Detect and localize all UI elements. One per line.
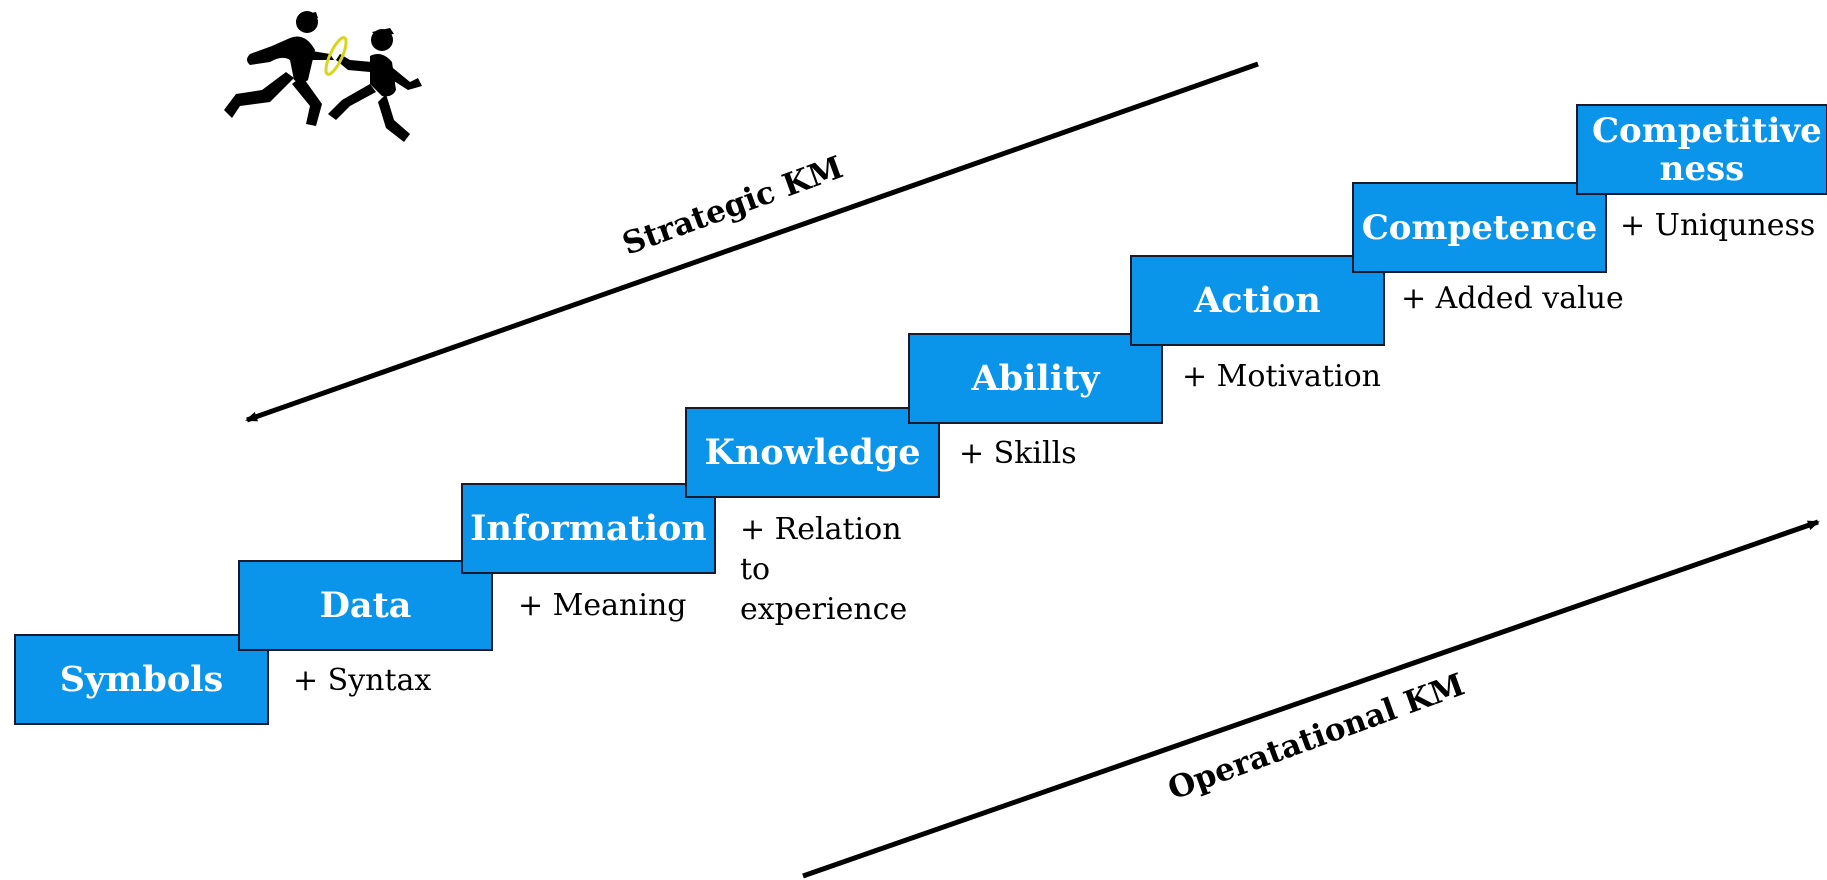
strategic-arrow [245,61,1259,423]
step-label: Symbols [59,658,224,700]
step-ability: Ability [908,333,1163,424]
step-label: Knowledge [704,431,921,473]
addon-skills: + Skills [959,436,1077,471]
step-competitiveness: Competitive ness [1576,104,1827,195]
addon-meaning: + Meaning [518,588,687,623]
step-label: Information [470,507,707,549]
addon-relation: + Relation to experience [740,512,908,627]
step-label: Data [319,584,412,626]
step-label: Competitive ness [1592,110,1822,189]
addon-uniquness: + Uniquness [1620,208,1816,243]
step-competence: Competence [1352,182,1607,273]
step-knowledge: Knowledge [685,407,940,498]
step-data: Data [238,560,493,651]
addon-syntax: + Syntax [293,663,432,698]
step-action: Action [1130,255,1385,346]
addon-added-value: + Added value [1401,281,1624,316]
addon-motivation: + Motivation [1182,359,1381,394]
step-label: Competence [1361,207,1598,248]
operational-arrow [802,519,1820,879]
relay-runners-icon [224,11,422,142]
step-information: Information [461,483,716,574]
step-symbols: Symbols [14,634,269,725]
step-label: Ability [971,357,1100,399]
step-label: Action [1194,279,1321,321]
